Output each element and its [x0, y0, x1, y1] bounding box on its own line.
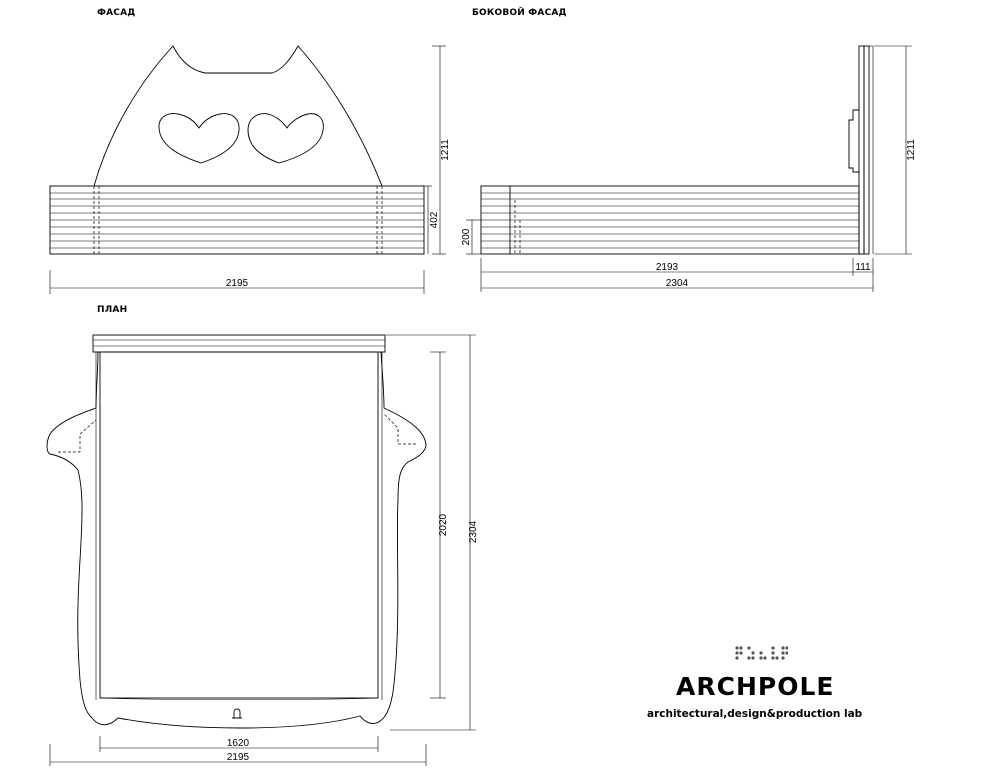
- front-height-dimension: [432, 45, 446, 255]
- side-length-label: 2193: [656, 262, 679, 273]
- headboard-bracket: [848, 109, 859, 173]
- side-base-label: 200: [461, 228, 472, 245]
- brand-tagline: architectural,design&production lab: [647, 708, 863, 720]
- plan-inner-width-label: 1620: [227, 738, 250, 749]
- plan-total-width-label: 2195: [227, 752, 250, 763]
- plan-view-title: ПЛАН: [97, 305, 128, 315]
- front-height-label: 1211: [440, 139, 451, 161]
- side-view: 1211 200 2193 111 2304: [461, 45, 917, 292]
- front-width-dimension: [49, 270, 425, 294]
- headboard-plan: [92, 334, 386, 353]
- plan-inner-width-dimension: [99, 736, 379, 752]
- plan-inner-length-label: 2020: [438, 513, 449, 536]
- side-head-label: 111: [855, 262, 871, 273]
- base-slats-front: [50, 192, 424, 249]
- side-length-dimension: [480, 258, 874, 292]
- plan-inner-length-dimension: [430, 351, 446, 699]
- side-height-dimension: [874, 45, 912, 255]
- front-base-label: 402: [429, 211, 440, 228]
- front-width-label: 2195: [226, 278, 249, 289]
- plan-total-width-dimension: [49, 744, 427, 766]
- bell-icon: [232, 708, 242, 719]
- front-view-title: ФАСАД: [97, 8, 136, 18]
- side-base-dimension: [466, 219, 481, 255]
- side-height-label: 1211: [906, 139, 917, 161]
- footboard-edge: [99, 697, 379, 700]
- side-total-label: 2304: [666, 278, 689, 289]
- headboard-cat-head: [93, 45, 383, 187]
- braille-dots-logo-icon: [735, 646, 788, 660]
- front-view: 1211 402 2195: [49, 45, 451, 294]
- mattress-area: [99, 351, 379, 699]
- side-view-title: БОКОВОЙ ФАСАД: [472, 8, 567, 18]
- plan-view: 2020 2304 1620 2195: [46, 334, 479, 766]
- headboard-panel-side: [863, 45, 870, 255]
- plan-total-length-label: 2304: [468, 520, 479, 543]
- plan-total-length-dimension: [386, 334, 476, 731]
- headboard-panel-side: [858, 45, 865, 255]
- leg-hidden-line: [383, 413, 416, 445]
- front-base-dimension: [424, 185, 432, 254]
- base-slats-side: [481, 192, 859, 249]
- heart-cutout-right: [247, 113, 324, 164]
- brand-name: ARCHPOLE: [676, 672, 835, 701]
- heart-cutout-left: [158, 113, 240, 164]
- plan-outline: [46, 351, 427, 729]
- leg-hidden-line: [58, 419, 97, 453]
